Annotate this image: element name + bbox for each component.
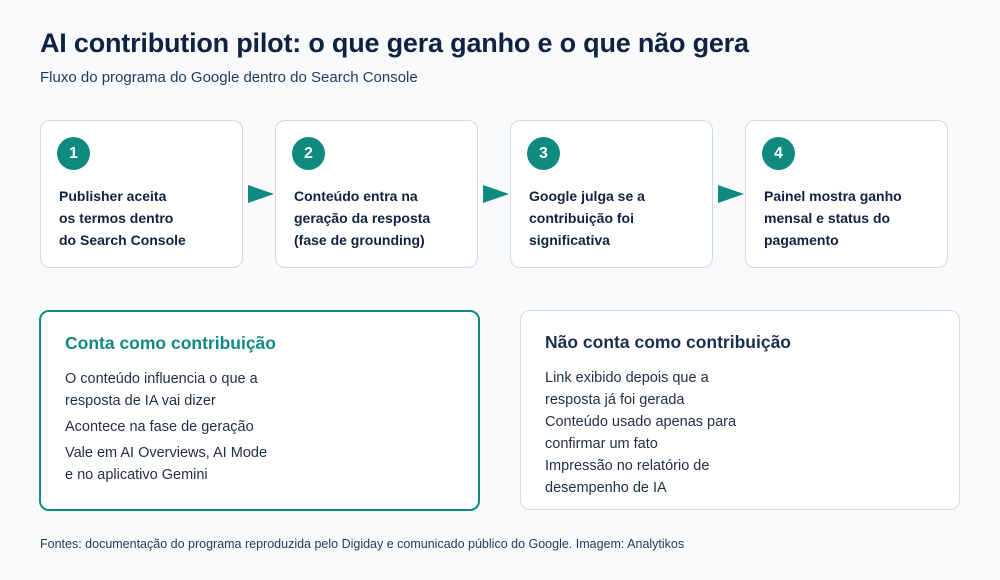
- list-item-line: e no aplicativo Gemini: [65, 467, 208, 483]
- step-text-line: contribuição foi: [529, 210, 634, 226]
- not-counts-list: Link exibido depois que a resposta já fo…: [545, 367, 945, 499]
- page-title: AI contribution pilot: o que gera ganho …: [40, 28, 749, 58]
- step-number-badge: 4: [762, 137, 795, 170]
- not-counts-heading: Não conta como contribuição: [545, 332, 791, 352]
- list-item: Vale em AI Overviews, AI Mode e no aplic…: [65, 442, 465, 486]
- step-text-line: Conteúdo entra na: [294, 188, 418, 204]
- step-text-line: mensal e status do: [764, 210, 891, 226]
- not-counts-panel: Não conta como contribuição Link exibido…: [520, 310, 960, 510]
- flow-arrow-icon: [718, 185, 744, 203]
- step-text-line: os termos dentro: [59, 210, 174, 226]
- step-card-3: 3 Google julga se a contribuição foi sig…: [510, 120, 713, 268]
- step-number-badge: 3: [527, 137, 560, 170]
- step-card-4: 4 Painel mostra ganho mensal e status do…: [745, 120, 948, 268]
- counts-panel: Conta como contribuição O conteúdo influ…: [39, 310, 480, 511]
- list-item: Link exibido depois que a resposta já fo…: [545, 367, 945, 411]
- step-card-1: 1 Publisher aceita os termos dentro do S…: [40, 120, 243, 268]
- step-text: Publisher aceita os termos dentro do Sea…: [59, 185, 234, 251]
- list-item: Acontece na fase de geração: [65, 416, 465, 438]
- list-item-line: Acontece na fase de geração: [65, 419, 254, 435]
- list-item-line: Conteúdo usado apenas para: [545, 414, 737, 430]
- list-item-line: O conteúdo influencia o que a: [65, 371, 258, 387]
- list-item-line: resposta de IA vai dizer: [65, 393, 216, 409]
- list-item-line: Impressão no relatório de: [545, 458, 710, 474]
- step-text-line: Publisher aceita: [59, 188, 167, 204]
- list-item-line: Vale em AI Overviews, AI Mode: [65, 445, 268, 461]
- step-text-line: geração da resposta: [294, 210, 431, 226]
- step-text-line: pagamento: [764, 232, 839, 248]
- step-text-line: significativa: [529, 232, 610, 248]
- flow-arrow-icon: [248, 185, 274, 203]
- step-text-line: (fase de grounding): [294, 232, 425, 248]
- step-card-2: 2 Conteúdo entra na geração da resposta …: [275, 120, 478, 268]
- list-item: O conteúdo influencia o que a resposta d…: [65, 368, 465, 412]
- step-text-line: Google julga se a: [529, 188, 645, 204]
- page-subtitle: Fluxo do programa do Google dentro do Se…: [40, 69, 418, 86]
- flow-arrow-icon: [483, 185, 509, 203]
- counts-list: O conteúdo influencia o que a resposta d…: [65, 368, 465, 490]
- sources-footer: Fontes: documentação do programa reprodu…: [40, 537, 685, 551]
- list-item-line: Link exibido depois que a: [545, 370, 709, 386]
- step-text-line: do Search Console: [59, 232, 186, 248]
- step-text: Google julga se a contribuição foi signi…: [529, 185, 704, 251]
- list-item: Impressão no relatório de desempenho de …: [545, 455, 945, 499]
- list-item: Conteúdo usado apenas para confirmar um …: [545, 411, 945, 455]
- step-text: Painel mostra ganho mensal e status do p…: [764, 185, 939, 251]
- list-item-line: confirmar um fato: [545, 436, 658, 452]
- step-text-line: Painel mostra ganho: [764, 188, 902, 204]
- list-item-line: resposta já foi gerada: [545, 392, 685, 408]
- step-number-badge: 2: [292, 137, 325, 170]
- step-number-badge: 1: [57, 137, 90, 170]
- step-text: Conteúdo entra na geração da resposta (f…: [294, 185, 469, 251]
- counts-heading: Conta como contribuição: [65, 333, 276, 353]
- list-item-line: desempenho de IA: [545, 480, 667, 496]
